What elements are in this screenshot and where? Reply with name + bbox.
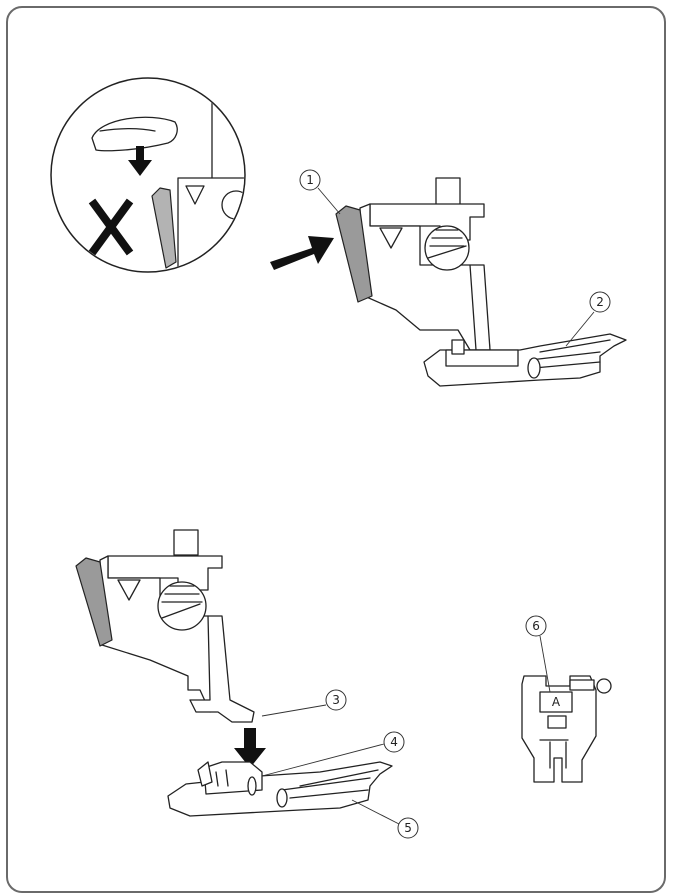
holder-screw	[424, 225, 470, 271]
triangle-mark	[379, 227, 403, 249]
callout-4-label: 4	[390, 735, 398, 749]
leader-lines	[261, 187, 595, 825]
presser-bar-bottom	[173, 529, 199, 556]
callout-5-label: 5	[404, 821, 412, 835]
foot-a-topview: A	[521, 675, 612, 783]
inset-triangle-mark	[185, 185, 205, 205]
presser-foot-top	[423, 333, 627, 387]
drop-arrow-icon	[234, 728, 266, 768]
foot-a-letter: A	[552, 695, 561, 709]
presser-bar	[435, 177, 461, 206]
callout-1-label: 1	[306, 173, 314, 187]
callout-2: 2	[589, 291, 611, 313]
callout-1: 1	[299, 169, 321, 191]
inset-lever	[151, 187, 177, 269]
callout-5: 5	[397, 817, 419, 839]
push-arrow-icon	[270, 236, 334, 270]
callout-6: 6	[525, 615, 547, 637]
down-arrow-icon	[128, 146, 152, 176]
release-lever-bottom	[75, 557, 113, 647]
shank-groove	[189, 615, 255, 723]
release-lever	[335, 205, 373, 303]
finger-icon	[91, 116, 178, 152]
holder-top-assembly	[270, 177, 627, 387]
callout-6-label: 6	[532, 619, 540, 633]
wrong-x-icon	[88, 198, 134, 256]
callout-3-label: 3	[332, 693, 340, 707]
triangle-mark-bottom	[117, 579, 141, 601]
page-frame	[6, 6, 666, 893]
foot-pin	[247, 776, 257, 796]
callout-4: 4	[383, 731, 405, 753]
inset-circle	[50, 77, 246, 273]
holder-screw-bottom	[157, 581, 207, 631]
callout-3: 3	[325, 689, 347, 711]
holder-bottom-assembly	[75, 529, 393, 817]
wrong-way-inset	[50, 77, 246, 273]
callout-2-label: 2	[596, 295, 604, 309]
